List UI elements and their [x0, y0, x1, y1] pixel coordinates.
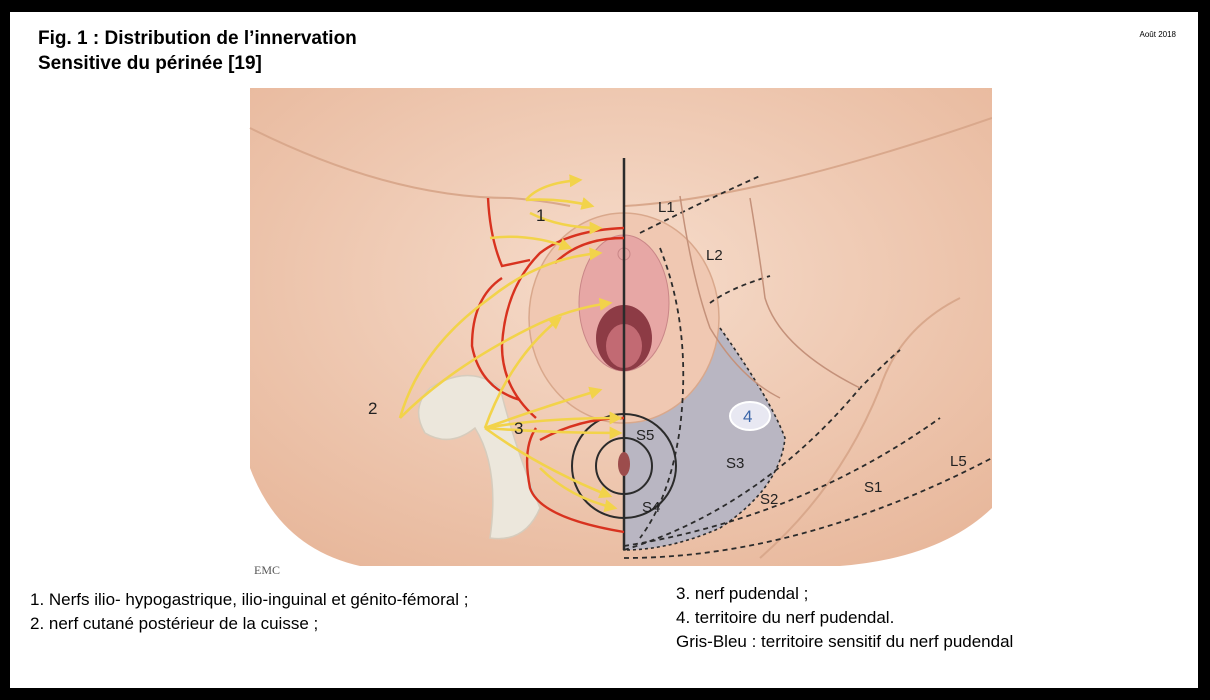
- legend-item-color-key: Gris-Bleu : territoire sensitif du nerf …: [676, 630, 1013, 654]
- label-L5: L5: [950, 453, 967, 470]
- title-line-1: Fig. 1 : Distribution de l’innervation: [38, 26, 357, 51]
- legend-right: 3. nerf pudendal ; 4. territoire du nerf…: [676, 582, 1013, 654]
- title-line-2: Sensitive du périnée [19]: [38, 51, 357, 76]
- figure-title: Fig. 1 : Distribution de l’innervation S…: [38, 26, 357, 76]
- label-nerve-3: 3: [514, 419, 523, 438]
- label-S5: S5: [636, 427, 654, 444]
- label-L2: L2: [706, 247, 723, 264]
- legend-item-4: 4. territoire du nerf pudendal.: [676, 606, 1013, 630]
- label-nerve-2: 2: [368, 399, 377, 418]
- label-S2: S2: [760, 491, 778, 508]
- legend-item-2: 2. nerf cutané postérieur de la cuisse ;: [30, 612, 468, 636]
- perineum-innervation-illustration: 1 2 3 4 L1 L2 L5 S1 S2 S3 S4 S5 EMC: [240, 88, 992, 586]
- date-label: Août 2018: [1140, 30, 1176, 39]
- anus: [618, 452, 630, 476]
- legend-left: 1. Nerfs ilio- hypogastrique, ilio-ingui…: [30, 588, 468, 636]
- emc-watermark: EMC: [254, 563, 280, 577]
- label-territory-4: 4: [743, 407, 752, 426]
- label-S3: S3: [726, 455, 744, 472]
- label-L1: L1: [658, 199, 675, 216]
- label-S4: S4: [642, 499, 660, 516]
- legend-item-1: 1. Nerfs ilio- hypogastrique, ilio-ingui…: [30, 588, 468, 612]
- label-nerve-1: 1: [536, 206, 545, 225]
- legend-item-3: 3. nerf pudendal ;: [676, 582, 1013, 606]
- label-S1: S1: [864, 479, 882, 496]
